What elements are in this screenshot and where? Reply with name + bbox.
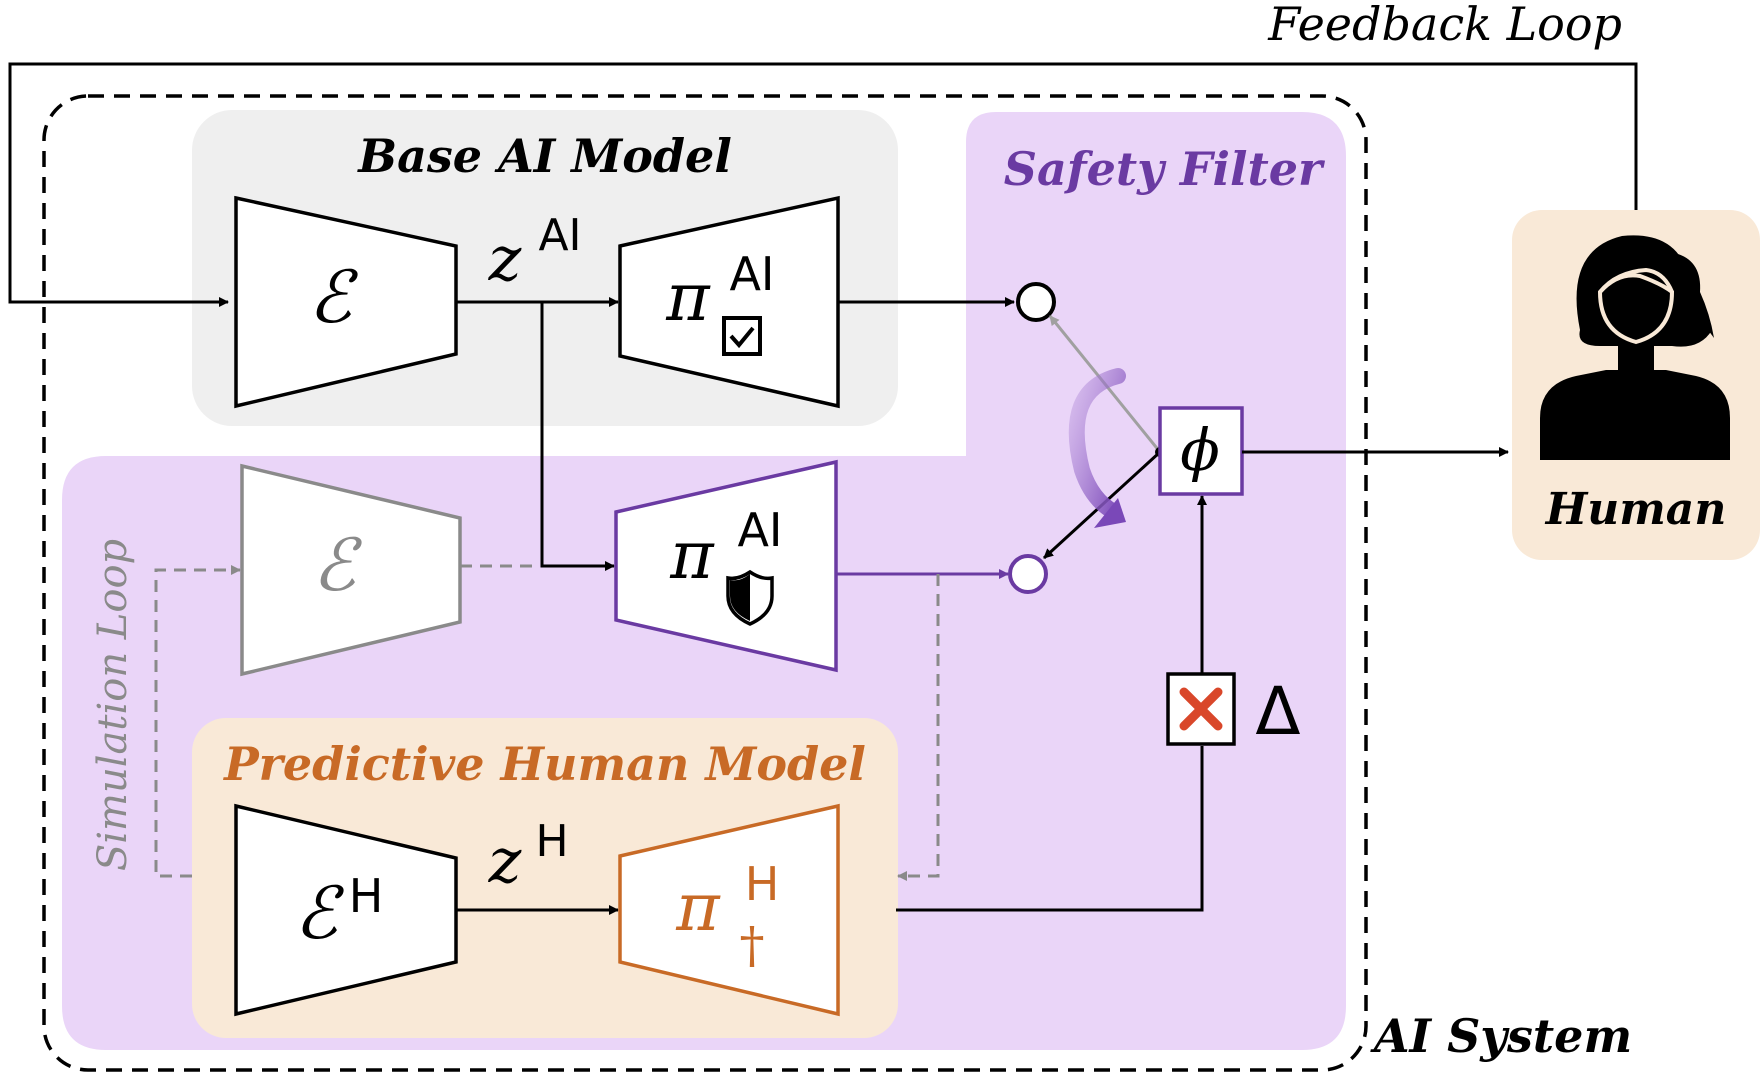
sim-encoder-block <box>240 463 462 677</box>
human-latent-sup: H <box>535 816 568 867</box>
safety-policy-block <box>614 459 838 673</box>
human-policy-block <box>618 803 840 1017</box>
x-mark-icon <box>1166 672 1236 746</box>
human-policy-sup: H <box>745 857 780 911</box>
feedback-loop-label: Feedback Loop <box>1267 0 1622 51</box>
sim-encoder-symbol: ℰ <box>312 523 362 607</box>
human-encoder-block <box>234 803 458 1017</box>
latent-to-safety-policy-arrow <box>540 302 615 571</box>
sim-loop-dashed-right <box>897 574 940 881</box>
safety-filter-title: Safety Filter <box>1004 142 1326 196</box>
switch-rotation-arrow <box>1068 368 1126 528</box>
base-encoder-block <box>234 195 458 409</box>
human-latent-symbol: z <box>488 824 522 897</box>
predictive-human-model-title: Predictive Human Model <box>222 737 866 791</box>
base-policy-symbol: π <box>665 259 711 336</box>
human-policy-to-phi-line <box>896 746 1204 912</box>
phi-box <box>1158 406 1244 496</box>
human-encoder-symbol: ℰ <box>294 871 344 955</box>
base-policy-block <box>618 195 840 409</box>
base-latent-symbol: z <box>488 222 522 295</box>
person-icon <box>1540 235 1730 460</box>
safety-policy-sup: AI <box>737 503 782 557</box>
switch-node-top <box>1016 282 1056 322</box>
safety-policy-symbol: π <box>669 517 715 594</box>
shield-icon <box>726 569 774 626</box>
base-ai-model-title: Base AI Model <box>356 129 732 183</box>
human-label: Human <box>1544 484 1727 535</box>
human-encoder-sup: H <box>349 869 384 923</box>
base-latent-sup: AI <box>538 210 581 261</box>
base-encoder-symbol: ℰ <box>308 255 358 339</box>
phi-symbol: ϕ <box>1180 416 1220 484</box>
ai-system-label: AI System <box>1370 1009 1632 1063</box>
delta-symbol: Δ <box>1255 673 1300 750</box>
ai-system-boundary <box>42 94 1368 1072</box>
switch-node-bottom <box>1008 554 1048 594</box>
sim-loop-dashed-left <box>154 565 241 878</box>
dagger-icon: † <box>740 916 765 974</box>
feedback-loop-line <box>8 62 1638 307</box>
checkbox-icon <box>722 316 762 356</box>
base-policy-sup: AI <box>729 247 774 301</box>
simulation-loop-label: Simulation Loop <box>90 539 136 871</box>
human-policy-symbol: π <box>675 869 721 946</box>
